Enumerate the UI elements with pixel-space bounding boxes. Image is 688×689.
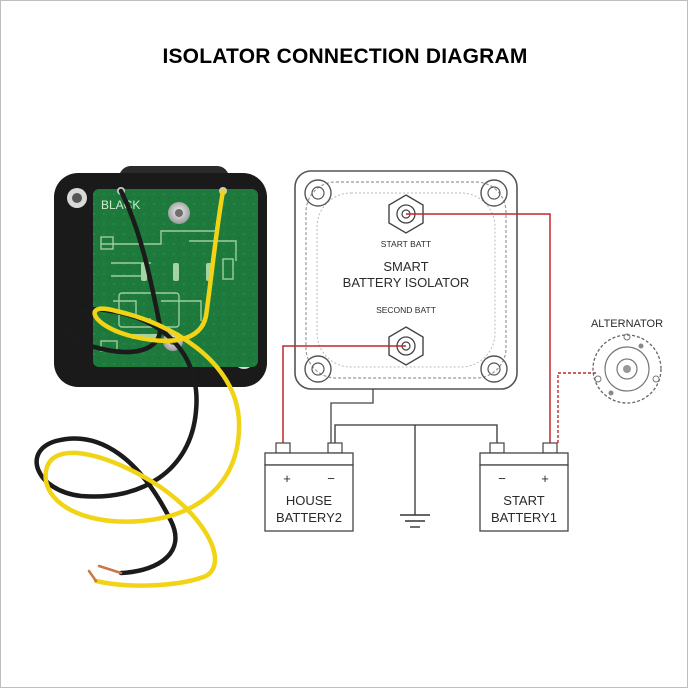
house-battery-line2: BATTERY2	[276, 510, 342, 525]
start-battery-icon: − + START BATTERY1	[479, 442, 569, 532]
house-battery-minus: −	[327, 471, 335, 486]
start-battery-line2: BATTERY1	[491, 510, 557, 525]
start-battery-plus: +	[541, 471, 549, 486]
terminal-start-batt-icon	[388, 194, 424, 234]
alternator-label: ALTERNATOR	[591, 318, 663, 330]
alternator-icon	[592, 333, 662, 404]
corner-hole-icon	[304, 179, 332, 207]
device-silkscreen-label: BLACK	[101, 198, 140, 212]
terminal-start-batt-label: START BATT	[381, 239, 431, 249]
ground-symbol-icon	[400, 514, 430, 528]
start-battery-line1: START	[503, 493, 544, 508]
ground-wiring	[334, 424, 498, 515]
device-wires	[34, 188, 242, 588]
isolator-name-line1: SMART	[383, 259, 428, 274]
yellow-wire	[43, 188, 242, 588]
alternator-wire	[557, 372, 596, 443]
isolator-body	[294, 170, 518, 390]
diagram-title: ISOLATOR CONNECTION DIAGRAM	[162, 45, 528, 68]
isolator-name-line2: BATTERY ISOLATOR	[343, 275, 470, 290]
isolator-device-photo: BLACK	[54, 166, 267, 387]
corner-hole-icon	[480, 179, 508, 207]
positive-wiring	[282, 213, 551, 443]
isolator-schematic: START BATT SMART BATTERY ISOLATOR SECOND…	[294, 170, 518, 447]
corner-hole-icon	[480, 355, 508, 383]
start-battery-minus: −	[498, 471, 506, 486]
black-wire	[34, 188, 199, 576]
house-battery-icon: + − HOUSE BATTERY2	[264, 442, 354, 532]
terminal-second-batt-label: SECOND BATT	[376, 305, 436, 315]
house-battery-plus: +	[283, 471, 291, 486]
house-battery-line1: HOUSE	[286, 493, 333, 508]
corner-hole-icon	[304, 355, 332, 383]
